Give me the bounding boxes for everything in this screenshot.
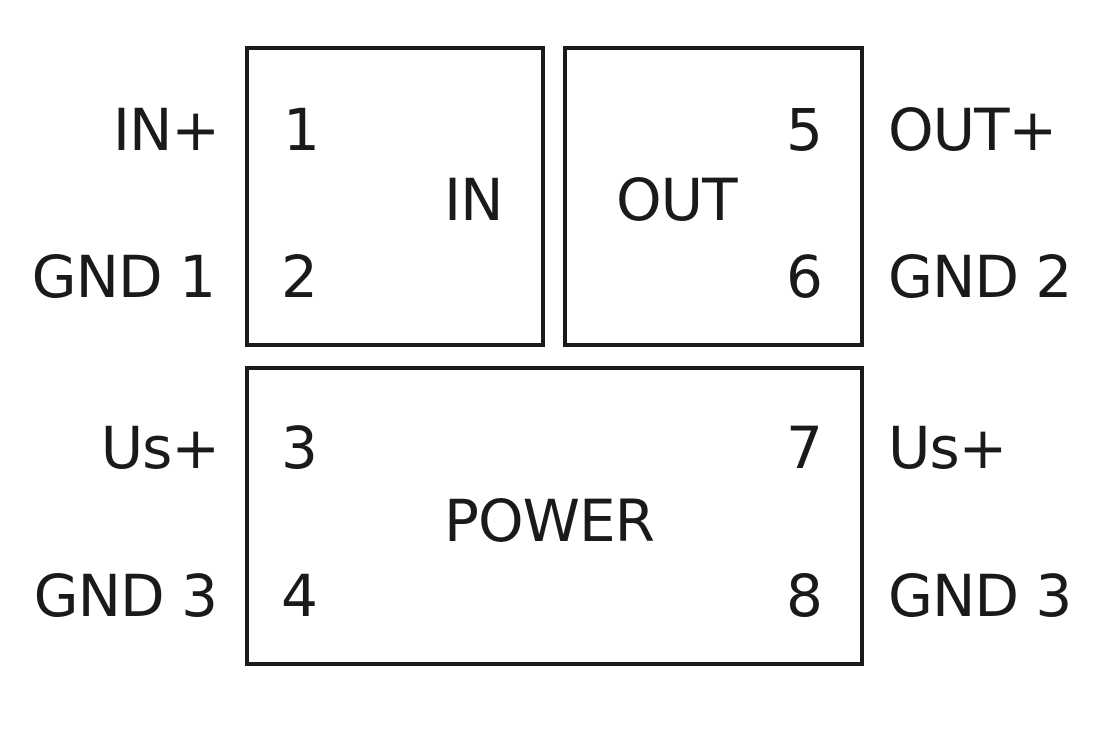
pin-number-6: 6 xyxy=(786,243,823,311)
out-block-label: OUT xyxy=(616,166,738,234)
pin-signal-3: Us+ xyxy=(100,414,220,482)
pin-number-8: 8 xyxy=(786,562,823,630)
pin-signal-4: GND 3 xyxy=(33,562,218,630)
pin-signal-1: IN+ xyxy=(112,96,220,164)
pin-number-1: 1 xyxy=(283,96,320,164)
pin-number-3: 3 xyxy=(281,414,318,482)
pin-number-7: 7 xyxy=(786,414,823,482)
pin-signal-2: GND 1 xyxy=(31,243,216,311)
pin-number-4: 4 xyxy=(281,562,318,630)
pin-number-5: 5 xyxy=(786,96,823,164)
in-block-label: IN xyxy=(444,166,503,234)
pin-signal-7: Us+ xyxy=(888,414,1007,482)
pin-signal-8: GND 3 xyxy=(888,562,1072,630)
pin-signal-6: GND 2 xyxy=(888,243,1072,311)
pin-number-2: 2 xyxy=(281,243,318,311)
power-block xyxy=(245,366,864,666)
power-block-label: POWER xyxy=(444,487,655,555)
in-block xyxy=(245,46,545,347)
out-block xyxy=(563,46,864,347)
pin-signal-5: OUT+ xyxy=(888,96,1057,164)
